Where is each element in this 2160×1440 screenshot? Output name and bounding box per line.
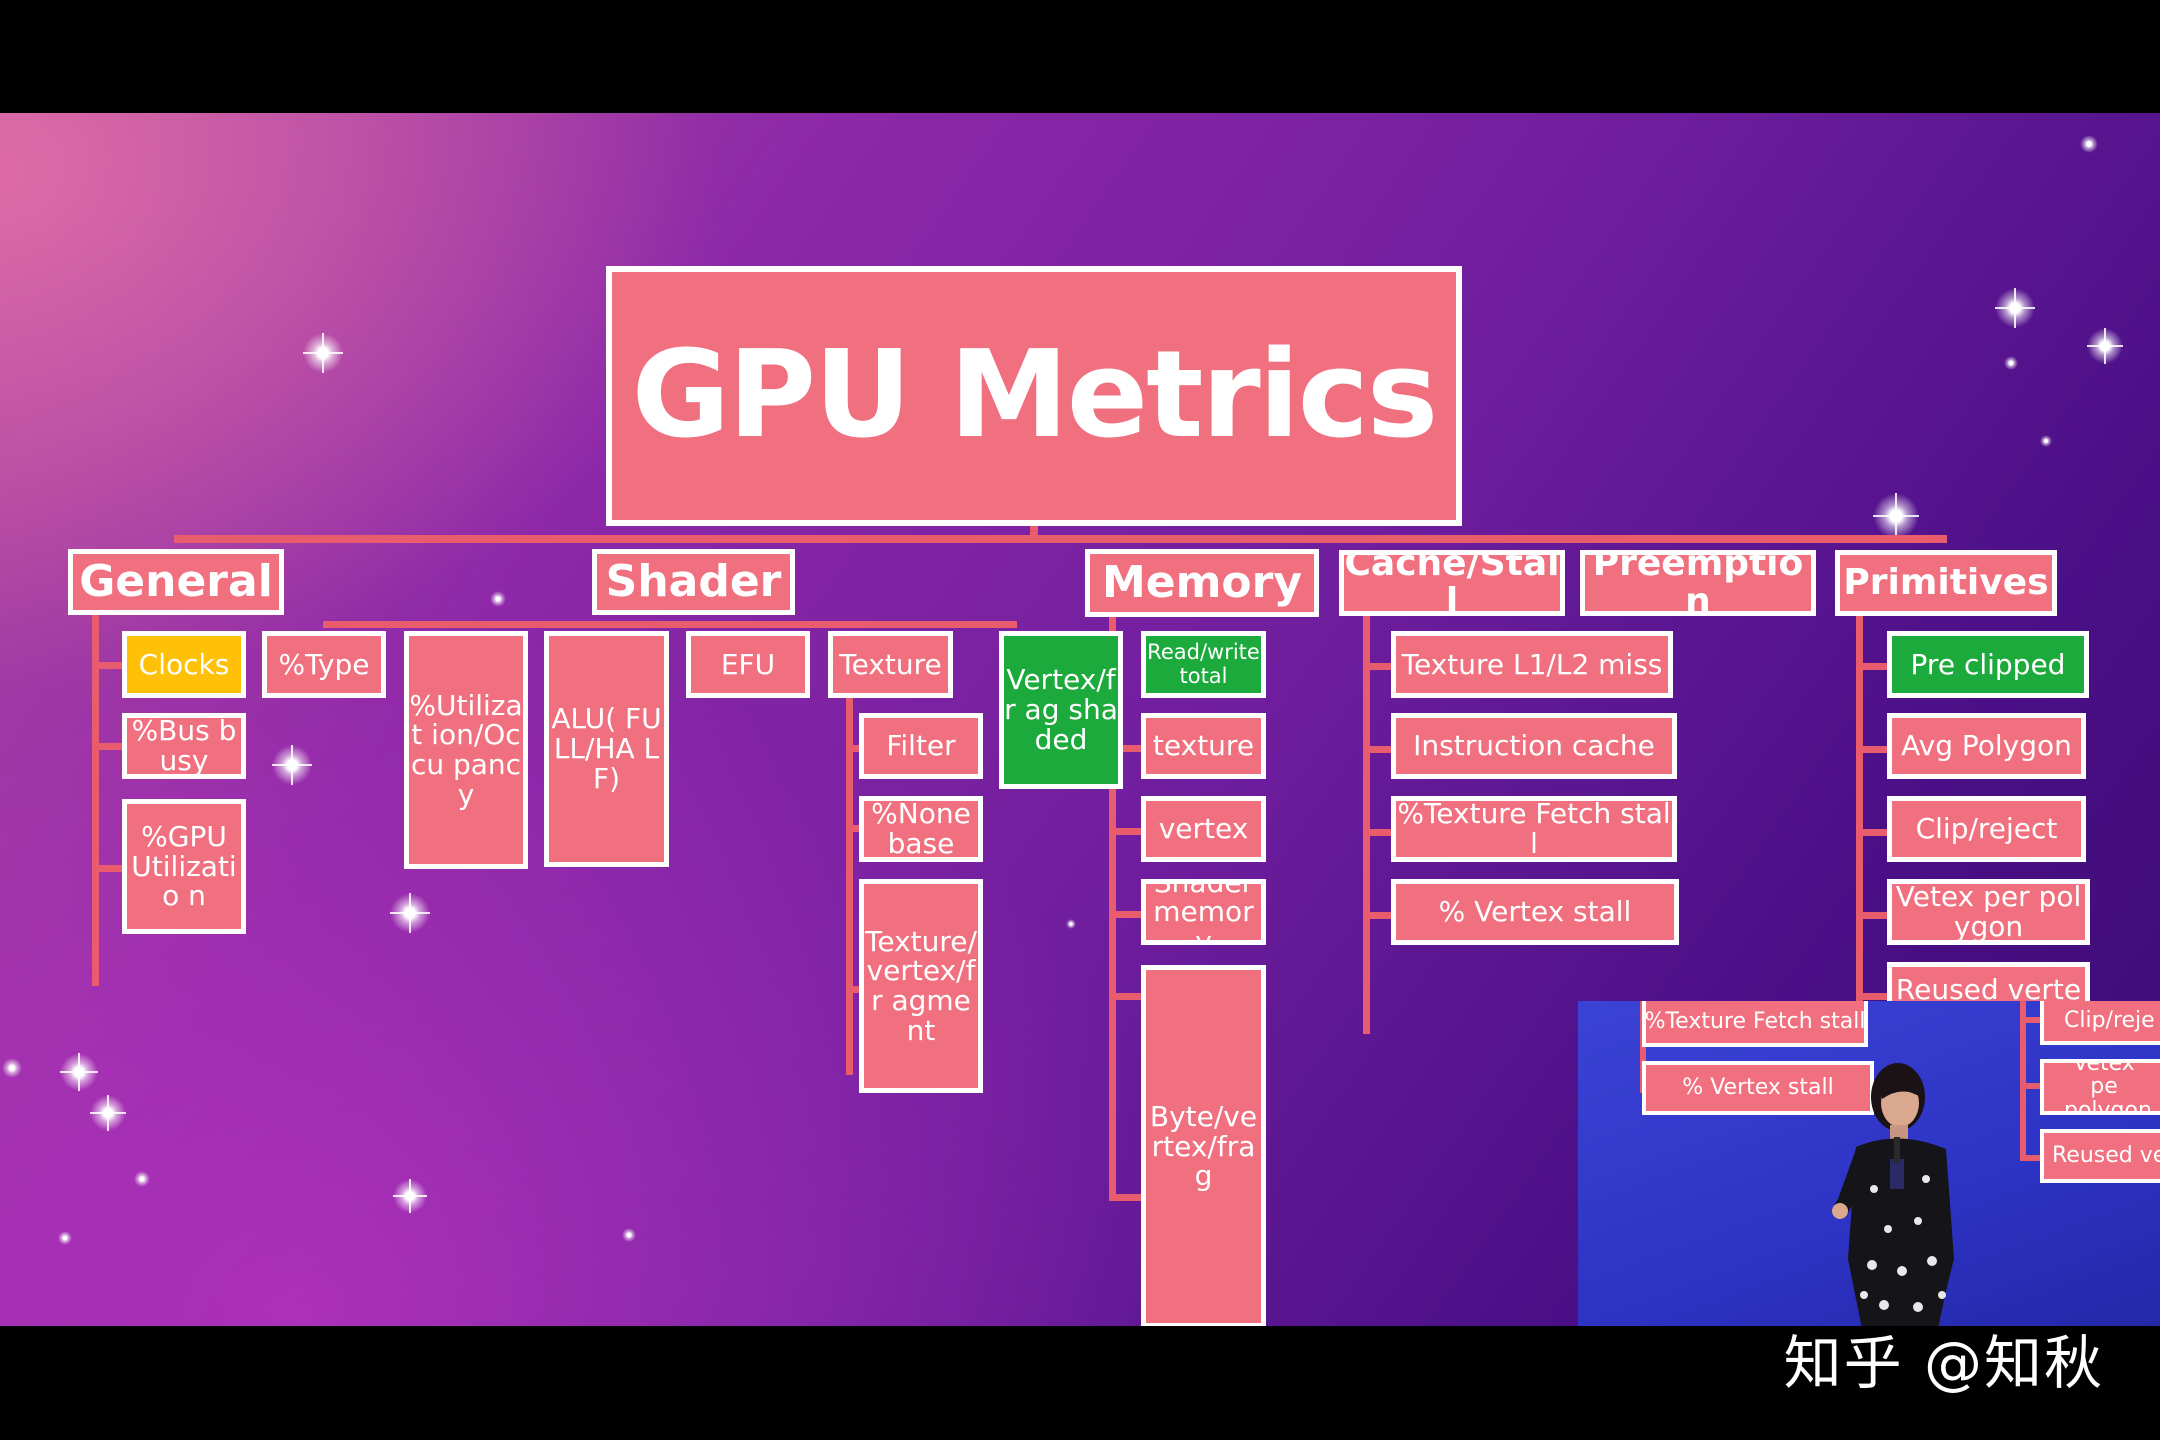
connector-line: [846, 745, 862, 752]
metric-efu: EFU: [686, 631, 810, 698]
letterbox-top: [0, 0, 2160, 113]
connector-line: [846, 695, 853, 1075]
connector-line: [92, 865, 124, 872]
star-icon: [2040, 435, 2052, 447]
star-icon: [2004, 356, 2018, 370]
metric-avg-polygon: Avg Polygon: [1887, 713, 2086, 779]
star-icon: [58, 1231, 72, 1245]
metric-texture-vertex-fragment: Texture/ vertex/fr agment: [859, 879, 983, 1093]
star-icon: [272, 745, 312, 785]
category-memory: Memory: [1085, 549, 1319, 617]
connector-line: [846, 825, 862, 832]
connector-line: [1363, 663, 1395, 670]
speaker-camera-inset: %Texture Fetch stall % Vertex stall Clip…: [1578, 1001, 2160, 1326]
metric-texture: Texture: [828, 631, 953, 698]
inset-vertex-stall: % Vertex stall: [1642, 1061, 1874, 1115]
metric-none-base: %None base: [859, 796, 983, 862]
metric-clip-reject: Clip/reject: [1887, 796, 2086, 862]
star-icon: [1995, 288, 2035, 328]
connector-line: [1109, 828, 1145, 835]
connector-line: [1363, 829, 1395, 836]
metric-type: %Type: [262, 631, 386, 698]
diagram-title: GPU Metrics: [606, 266, 1462, 526]
metric-vertex-frag-shaded: Vertex/fr ag shaded: [999, 631, 1123, 789]
connector-line: [92, 743, 124, 750]
inset-reused-vertex: Reused ve: [2040, 1129, 2160, 1183]
speaker-figure: [1832, 1063, 1954, 1326]
connector-line: [1363, 611, 1370, 1034]
metric-clocks: Clocks: [122, 631, 246, 698]
connector-line: [1109, 611, 1116, 1201]
connector-line: [1109, 1194, 1145, 1201]
star-icon: [90, 1095, 126, 1131]
category-cache-stall: Cache/Stall: [1339, 550, 1565, 616]
connector-line: [1856, 912, 1890, 919]
connector-line: [323, 621, 1017, 628]
star-icon: [2080, 135, 2098, 153]
category-preemption: Preemption: [1580, 550, 1816, 616]
category-primitives: Primitives: [1835, 550, 2057, 616]
connector-line: [1856, 993, 1890, 1000]
presentation-slide: GPU Metrics General Shader Memory Cache/…: [0, 113, 2160, 1326]
connector-line: [1030, 523, 1038, 535]
connector-line: [92, 662, 124, 669]
inset-vetex-per-polygon: Vetex pe polygon: [2040, 1059, 2160, 1115]
letterbox-bottom: [0, 1326, 2160, 1440]
metric-memory-vertex: vertex: [1141, 796, 1266, 862]
star-icon: [390, 893, 430, 933]
connector-line: [2020, 1155, 2044, 1161]
star-icon: [490, 591, 506, 607]
inset-texture-fetch-stall: %Texture Fetch stall: [1642, 1001, 1868, 1047]
connector-line: [1109, 911, 1145, 918]
star-icon: [1066, 919, 1076, 929]
connector-line: [1856, 746, 1890, 753]
connector-line: [1109, 993, 1145, 1000]
connector-line: [2020, 1083, 2044, 1089]
connector-line: [846, 986, 862, 993]
star-icon: [60, 1053, 98, 1091]
star-icon: [2087, 328, 2123, 364]
star-icon: [1873, 493, 1919, 539]
star-icon: [303, 333, 343, 373]
connector-line: [2020, 1001, 2026, 1161]
star-icon: [134, 1171, 150, 1187]
metric-vertex-stall: % Vertex stall: [1391, 879, 1679, 945]
connector-line: [1856, 829, 1890, 836]
metric-filter: Filter: [859, 713, 983, 779]
watermark: 知乎 @知秋: [1783, 1329, 2104, 1397]
metric-utilization-occupancy: %Utilizat ion/Occu pancy: [404, 631, 528, 869]
connector-line: [1109, 745, 1145, 752]
inset-clip-reject: Clip/reje: [2040, 1001, 2160, 1045]
star-icon: [622, 1228, 636, 1242]
metric-texture-fetch-stall: %Texture Fetch stall: [1391, 796, 1677, 862]
connector-line: [1856, 611, 1863, 1121]
metric-texture-l1-l2-miss: Texture L1/L2 miss: [1391, 631, 1673, 698]
category-general: General: [68, 549, 284, 615]
star-icon: [393, 1179, 427, 1213]
category-shader: Shader: [592, 549, 795, 615]
metric-alu: ALU( FULL/HA LF): [544, 631, 669, 867]
connector-line: [1363, 912, 1395, 919]
connector-line: [2020, 1017, 2044, 1023]
metric-shader-memory: Shader memory: [1141, 879, 1266, 945]
metric-vetex-per-polygon: Vetex per polygon: [1887, 879, 2090, 945]
connector-line: [174, 535, 1947, 543]
connector-line: [1856, 663, 1890, 670]
metric-read-write-total: Read/write total: [1141, 631, 1266, 698]
metric-gpu-utilization: %GPU Utilizatio n: [122, 799, 246, 934]
connector-line: [92, 608, 99, 986]
metric-bus-busy: %Bus busy: [122, 713, 246, 779]
star-icon: [2, 1058, 22, 1078]
metric-memory-texture: texture: [1141, 713, 1266, 779]
connector-line: [1640, 1001, 1646, 1093]
metric-byte-vertex-frag: Byte/ve rtex/fra g: [1141, 965, 1266, 1326]
metric-instruction-cache: Instruction cache: [1391, 713, 1677, 779]
metric-pre-clipped: Pre clipped: [1887, 631, 2089, 698]
connector-line: [1363, 746, 1395, 753]
